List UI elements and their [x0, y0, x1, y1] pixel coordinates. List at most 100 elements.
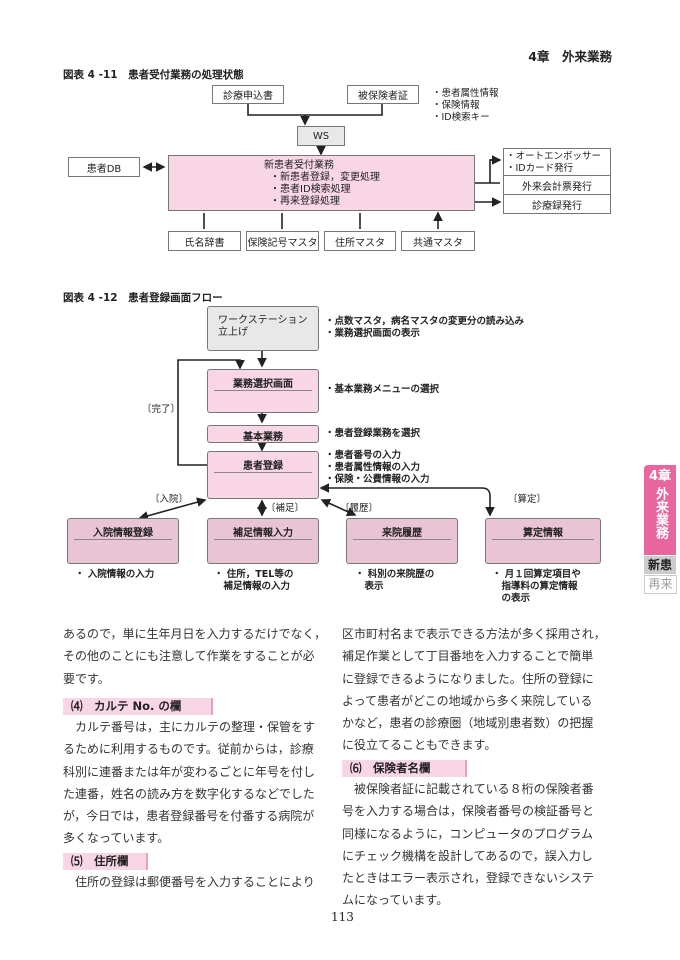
output-item: ・IDカード発行 — [506, 163, 574, 174]
box-ws: WS — [297, 126, 345, 146]
text-line: が，今日では，患者登録番号を付番する病院が — [63, 809, 315, 824]
label-admit: 〔入院〕 — [150, 494, 189, 505]
box-admission-info: 入院情報登録 — [67, 518, 179, 564]
caption-line: ・ 入院情報の入力 — [75, 569, 155, 580]
main-item: ・患者ID検索処理 — [270, 184, 351, 195]
text-line: かなど，患者の診療圏（地域別患者数）の把握 — [342, 716, 594, 731]
note: ・患者属性情報 — [432, 88, 499, 99]
fig11-title: 図表 4 -11 患者受付業務の処理状態 — [63, 69, 244, 81]
left-intro: あるので，単に生年月日を入力するだけでなく， その他のことにも注意して作業をするこ… — [63, 623, 326, 690]
text-line: 住所の登録は郵便番号を入力することにより — [63, 875, 315, 889]
text-line: るために利用するものです。従前からは，診療 — [63, 742, 314, 757]
label-supp: 〔補足〕 — [266, 503, 305, 514]
text-line: 要です。 — [63, 671, 110, 686]
note: ・患者属性情報の入力 — [325, 462, 421, 473]
text-line: 同様になるように，コンピュータのプログラム — [342, 826, 594, 841]
done-loop — [177, 359, 245, 466]
side-tab-new-patient: 新患 — [644, 556, 676, 574]
box-title: 算定情報 — [523, 528, 563, 539]
box-title: 補足情報入力 — [233, 528, 293, 539]
text-line: ムになっています。 — [342, 893, 449, 908]
text-line: その他のことにも注意して作業をすることが必 — [63, 649, 315, 664]
main-title: 新患者受付業務 — [264, 160, 334, 171]
reg-notes: ・患者番号の入力・患者属性情報の入力・保険・公費情報の入力 — [325, 450, 430, 486]
paragraph-5: 住所の登録は郵便番号を入力することにより — [63, 871, 315, 893]
caption-line: ・ 科別の来院歴の — [355, 569, 435, 580]
text-line: 多くなっています。 — [63, 831, 170, 846]
caption-history: ・ 科別の来院歴の 表示 — [355, 569, 434, 593]
text-line: に役立てることもできます。 — [342, 738, 497, 753]
box-calc-info: 算定情報 — [485, 518, 601, 564]
box-embosser: ・オートエンボッサー ・IDカード発行 — [503, 148, 611, 176]
right-intro: 区市町村名まで表示できる方法が多く採用され， 補足作業として丁目番地を入力すること… — [342, 623, 606, 757]
paragraph-4: カルテ番号は，主にカルテの整理・保管をするために利用するものです。従前からは，診… — [63, 716, 315, 850]
box-title: 患者登録 — [243, 461, 283, 472]
output-arrows — [475, 159, 500, 202]
text-line: 科別に連番または年が変わるごとに年号を付し — [63, 764, 316, 779]
box-name-dictionary: 氏名辞書 — [168, 231, 241, 251]
text-line: よって患者がどこの地域から多く来院している — [342, 693, 593, 708]
caption-supplement: ・ 住所，TEL等の 補足情報の入力 — [214, 569, 293, 593]
select-note: ・基本業務メニューの選択 — [325, 384, 440, 395]
text-line: 被保険者証に記載されている８桁の保険者番 — [342, 782, 594, 796]
heading-6: ⑹ 保険者名欄 — [342, 760, 467, 777]
caption-line: 補足情報の入力 — [214, 581, 291, 592]
caption-line: ・ 住所，TEL等の — [214, 569, 294, 580]
page-number: 113 — [331, 910, 354, 924]
heading-4: ⑷ カルテ No. の欄 — [63, 698, 213, 715]
side-tab-chapter: 4章 — [648, 469, 672, 484]
calc-arrow — [319, 483, 495, 517]
text-line: に登録できるようになりました。住所の登録に — [342, 671, 594, 686]
chapter-header: 4章 外来業務 — [528, 49, 612, 64]
note: ・保険情報 — [432, 100, 480, 111]
box-title: 業務選択画面 — [233, 379, 293, 390]
note: ・患者番号の入力 — [325, 450, 402, 461]
text-line: あるので，単に生年月日を入力するだけでなく， — [63, 627, 327, 641]
note: ・業務選択画面の表示 — [325, 328, 421, 339]
box-title: 入院情報登録 — [93, 528, 153, 539]
text-line: 号を入力する場合は，保険者番号の検証番号と — [342, 804, 595, 819]
text-line: たときはエラー表示され，登録できないシステ — [342, 871, 595, 886]
box-patient-db: 患者DB — [68, 157, 140, 177]
ws-line: ワークステーション — [218, 315, 308, 326]
caption-line: 表示 — [355, 581, 384, 592]
caption-calc: ・ 月１回算定項目や 指導料の算定情報 の表示 — [492, 569, 581, 605]
ws-line: 立上げ — [218, 327, 248, 338]
box-task-select: 業務選択画面 — [207, 369, 319, 413]
output-item: ・オートエンボッサー — [506, 151, 602, 162]
note: ・ID検索キー — [432, 112, 490, 123]
box-patient-registration: 患者登録 — [207, 451, 319, 499]
box-application-form: 診療申込書 — [212, 85, 284, 104]
text-line: 区市町村名まで表示できる方法が多く採用され， — [342, 627, 606, 641]
note: ・保険・公費情報の入力 — [325, 474, 430, 485]
box-insurance-master: 保険記号マスタ — [246, 231, 319, 251]
caption-line: の表示 — [492, 593, 531, 604]
box-billing-slip: 外来会計票発行 — [503, 175, 611, 195]
box-workstation-start: ワークステーション立上げ — [207, 306, 319, 351]
paragraph-6: 被保険者証に記載されている８桁の保険者番号を入力する場合は，保険者番号の検証番号… — [342, 778, 594, 912]
merge-line — [247, 103, 383, 124]
label-done: 〔完了〕 — [142, 404, 181, 415]
master-arrows — [203, 213, 438, 229]
box-common-master: 共通マスタ — [401, 231, 475, 251]
caption-admission: ・ 入院情報の入力 — [75, 569, 154, 581]
label-calc: 〔算定〕 — [508, 494, 547, 505]
box-supplement-info: 補足情報入力 — [207, 518, 319, 564]
text-line: た連番，姓名の読み方を数字化するなどでした — [63, 786, 315, 801]
text-line: にチェック機構を設計してあるので，誤入力し — [342, 848, 593, 863]
box-visit-history: 来院履歴 — [346, 518, 458, 564]
caption-line: ・ 月１回算定項目や — [492, 569, 581, 580]
chapter-side-tab: 4章 外来業務 — [644, 465, 676, 555]
text-line: 補足作業として丁目番地を入力することで簡単 — [342, 649, 594, 664]
note: ・点数マスタ，病名マスタの変更分の読み込み — [325, 316, 525, 327]
ws-notes: ・点数マスタ，病名マスタの変更分の読み込み・業務選択画面の表示 — [325, 316, 524, 340]
box-basic-task: 基本業務 — [207, 425, 319, 443]
fig11-notes: ・患者属性情報 ・保険情報 ・ID検索キー — [432, 88, 499, 124]
fig12-title: 図表 4 -12 患者登録画面フロー — [63, 292, 223, 304]
box-medical-record: 診療録発行 — [503, 194, 611, 214]
side-tab-title: 外来業務 — [653, 487, 668, 539]
label-hist: 〔履歴〕 — [340, 503, 379, 514]
box-title: 基本業務 — [243, 432, 283, 443]
